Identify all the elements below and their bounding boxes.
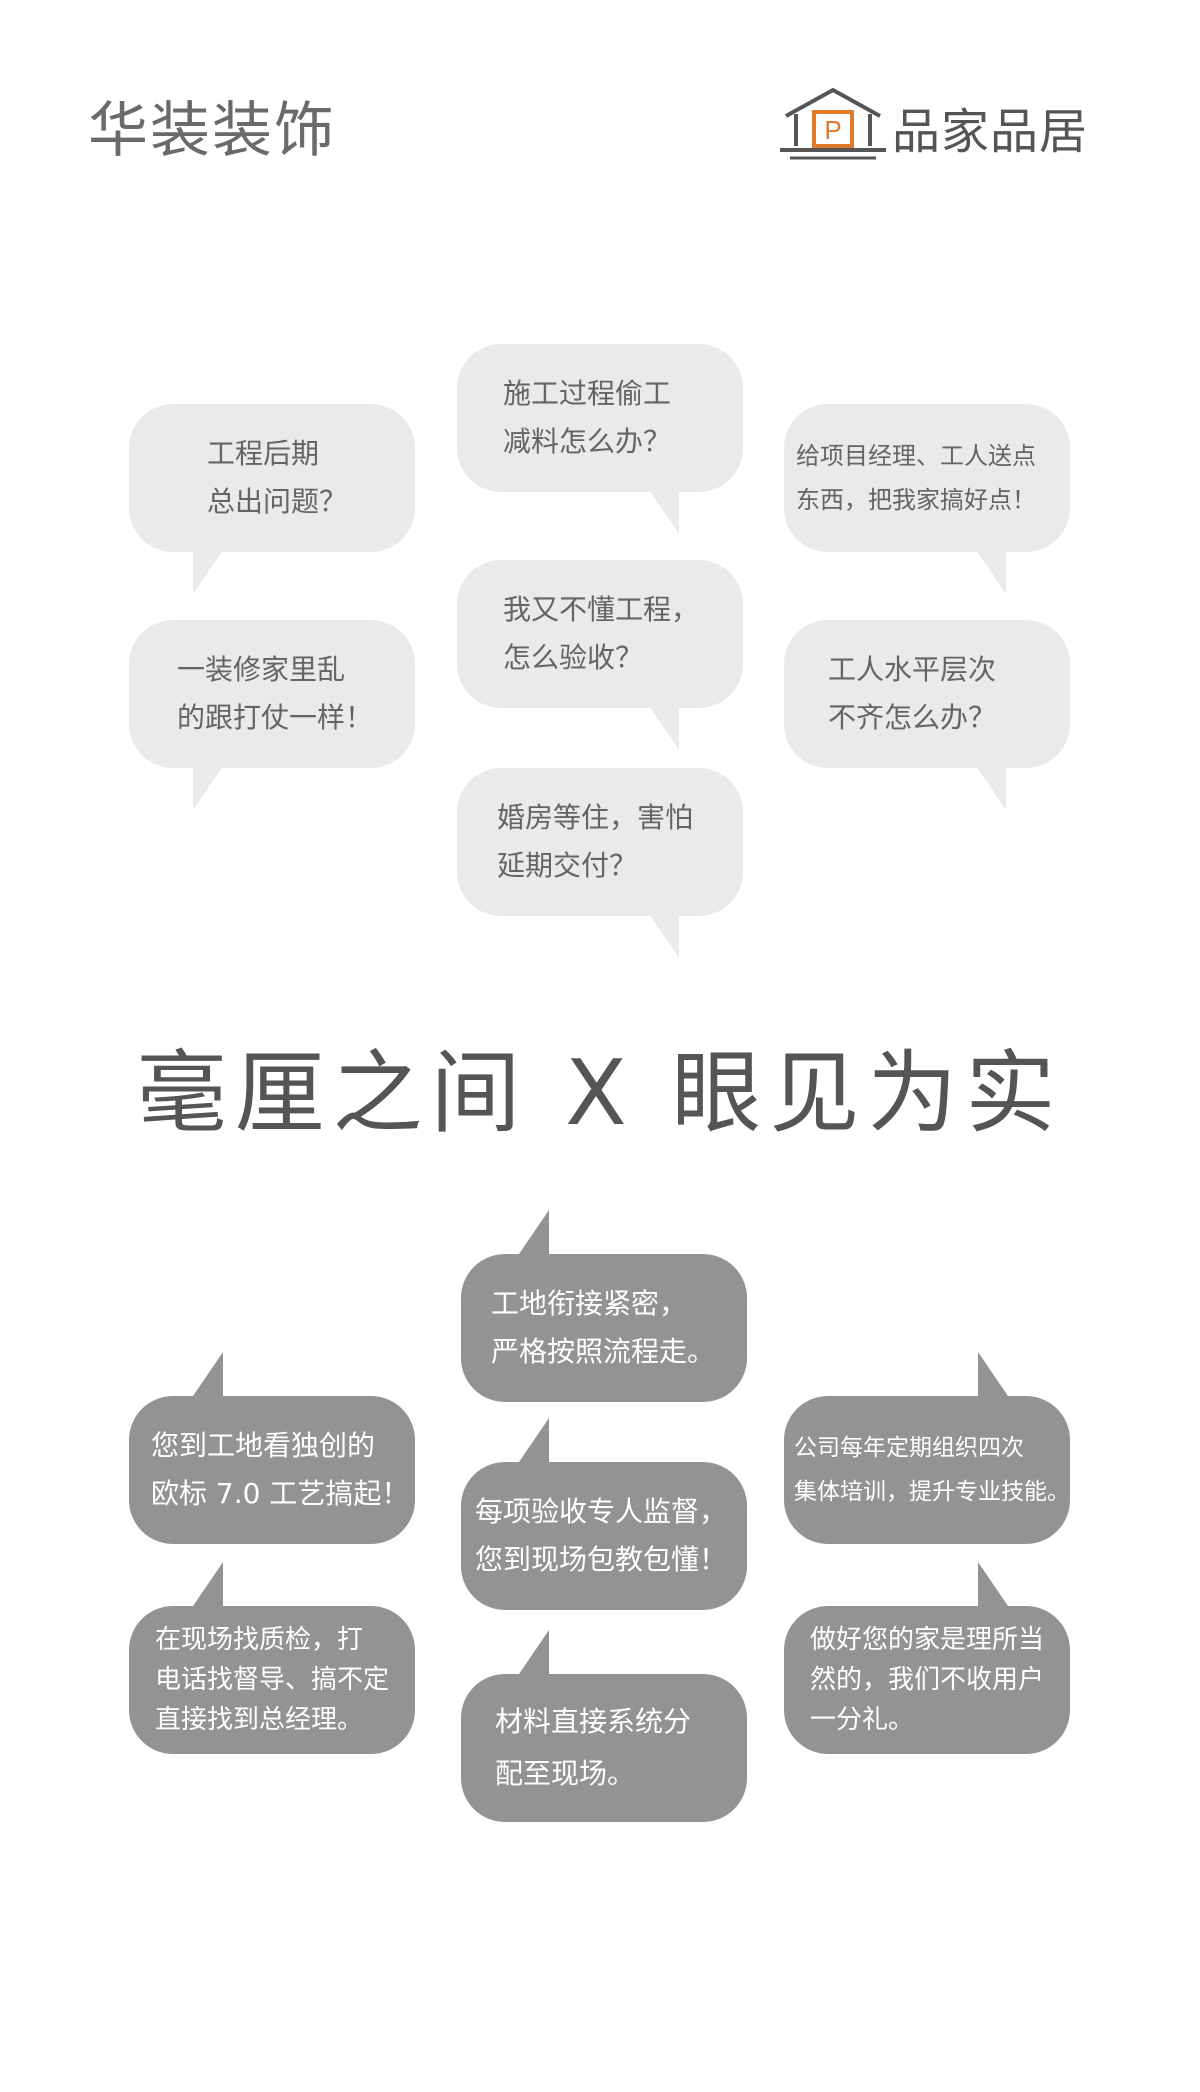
bubble-line: 东西，把我家搞好点！ — [796, 486, 1036, 514]
slogan-title: 毫厘之间 X 眼见为实 — [136, 1041, 1064, 1146]
bubble-line: 我又不懂工程， — [503, 593, 700, 626]
bubble-line: 工人水平层次 — [828, 653, 997, 686]
answer-bubble: 您到工地看独创的 欧标 7.0 工艺搞起！ — [129, 1352, 415, 1544]
bubble-line: 的跟打仗一样！ — [177, 701, 374, 734]
bubble-line: 直接找到总经理。 — [155, 1705, 364, 1735]
bubble-line: 一装修家里乱 — [177, 653, 346, 686]
bubble-line: 做好您的家是理所当 — [810, 1625, 1045, 1655]
bubble-line: 您到工地看独创的 — [151, 1429, 376, 1462]
bubble-line: 总出问题？ — [207, 485, 348, 518]
concern-bubble: 施工过程偷工 减料怎么办？ — [457, 344, 743, 534]
concern-bubble: 工人水平层次 不齐怎么办？ — [784, 620, 1070, 810]
bubble-line: 电话找督导、搞不定 — [155, 1665, 390, 1695]
answer-bubble: 每项验收专人监督， 您到现场包教包懂！ — [461, 1418, 747, 1610]
concern-bubble: 工程后期 总出问题？ — [129, 404, 415, 594]
bubble-line: 在现场找质检，打 — [155, 1625, 364, 1655]
bubble-line: 怎么验收？ — [503, 641, 644, 674]
concern-bubble: 婚房等住，害怕 延期交付？ — [457, 768, 743, 958]
bubble-line: 然的，我们不收用户 — [810, 1665, 1045, 1695]
bubble-line: 工地衔接紧密， — [491, 1287, 688, 1320]
bubble-line: 婚房等住，害怕 — [497, 801, 694, 834]
bubble-line: 给项目经理、工人送点 — [796, 442, 1036, 470]
bubble-line: 严格按照流程走。 — [491, 1335, 716, 1368]
bubble-line: 材料直接系统分 — [495, 1705, 692, 1738]
bubble-line: 工程后期 — [207, 437, 320, 470]
logo-letter: P — [824, 115, 841, 145]
answer-bubble: 在现场找质检，打 电话找督导、搞不定 直接找到总经理。 — [129, 1562, 415, 1754]
answer-bubble: 公司每年定期组织四次 集体培训，提升专业技能。 — [784, 1352, 1070, 1544]
bubble-line: 配至现场。 — [495, 1757, 636, 1790]
brand-huazhuang: 华装装饰 — [88, 96, 336, 166]
concern-bubble: 一装修家里乱 的跟打仗一样！ — [129, 620, 415, 810]
bubble-line: 每项验收专人监督， — [475, 1495, 728, 1528]
brand-name: 品家品居 — [892, 104, 1089, 160]
concern-bubble: 我又不懂工程， 怎么验收？ — [457, 560, 743, 750]
bubble-line: 您到现场包教包懂！ — [475, 1543, 728, 1576]
bubble-line: 一分礼。 — [810, 1705, 915, 1735]
brand-pinjia: P 品家品居 — [778, 86, 1088, 168]
bubble-line: 延期交付？ — [497, 849, 638, 882]
bubble-line: 公司每年定期组织四次 — [794, 1435, 1024, 1461]
concern-bubble: 给项目经理、工人送点 东西，把我家搞好点！ — [784, 404, 1070, 594]
bubble-line: 减料怎么办？ — [503, 425, 672, 458]
bubble-line: 集体培训，提升专业技能。 — [794, 1479, 1070, 1505]
answer-bubble: 工地衔接紧密， 严格按照流程走。 — [461, 1210, 747, 1402]
bubble-line: 欧标 7.0 工艺搞起！ — [151, 1477, 410, 1510]
house-logo-icon: P — [780, 87, 886, 160]
bubble-line: 施工过程偷工 — [503, 377, 672, 410]
bubble-line: 不齐怎么办？ — [828, 701, 997, 734]
answer-bubble: 材料直接系统分 配至现场。 — [461, 1630, 747, 1822]
answer-bubble: 做好您的家是理所当 然的，我们不收用户 一分礼。 — [784, 1562, 1070, 1754]
